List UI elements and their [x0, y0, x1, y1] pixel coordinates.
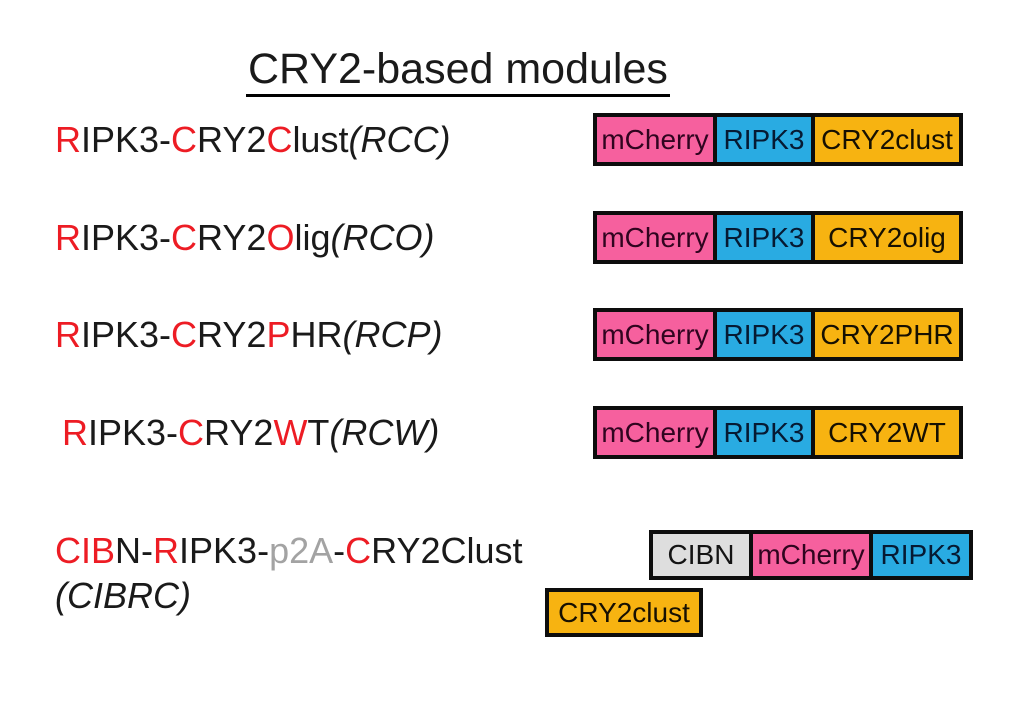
label-segment: R: [55, 118, 81, 160]
label-segment: R: [62, 411, 88, 453]
domain-box-ripk3: RIPK3: [713, 113, 815, 166]
label-segment: IPK3-: [81, 118, 172, 160]
domain-box-mcherry: mCherry: [593, 211, 717, 264]
label-segment: RY2: [197, 118, 267, 160]
label-segment: RY2: [197, 216, 267, 258]
construct-label-line1: CIBN-RIPK3-p2A-CRY2Clust: [55, 528, 523, 573]
label-segment: (RCC): [348, 118, 451, 160]
label-segment: C: [178, 411, 205, 453]
label-segment: IPK3-: [81, 216, 172, 258]
label-segment: HR: [290, 313, 343, 355]
label-segment: lust: [292, 118, 349, 160]
label-segment: -: [333, 530, 346, 571]
domain-box-cry2clust: CRY2clust: [545, 588, 703, 637]
label-segment: C: [171, 118, 198, 160]
label-segment: C: [266, 118, 293, 160]
label-segment: IPK3-: [88, 411, 179, 453]
label-segment: (RCO): [330, 216, 435, 258]
domain-box-mcherry: mCherry: [749, 530, 873, 580]
label-segment: IPK3-: [81, 313, 172, 355]
label-segment: p2A: [269, 530, 334, 571]
label-segment: R: [55, 313, 81, 355]
label-segment: C: [171, 313, 198, 355]
label-segment: IPK3-: [179, 530, 270, 571]
domain-box-cry2olig: CRY2olig: [811, 211, 963, 264]
domain-box-cry2clust: CRY2clust: [811, 113, 963, 166]
domain-box-cry2wt: CRY2WT: [811, 406, 963, 459]
label-segment: T: [307, 411, 330, 453]
figure-title: CRY2-based modules: [246, 46, 670, 98]
domain-box-mcherry: mCherry: [593, 406, 717, 459]
label-segment: C: [345, 530, 372, 571]
label-segment: (RCP): [342, 313, 443, 355]
domain-box-cibn: CIBN: [649, 530, 753, 580]
label-segment: O: [266, 216, 295, 258]
domain-box-ripk3: RIPK3: [713, 406, 815, 459]
label-segment: W: [273, 411, 308, 453]
label-segment: RY2: [197, 313, 267, 355]
label-segment: R: [153, 530, 180, 571]
domain-box-cry2phr: CRY2PHR: [811, 308, 963, 361]
domain-box-mcherry: mCherry: [593, 113, 717, 166]
label-segment: R: [55, 216, 81, 258]
label-segment: lig: [294, 216, 331, 258]
construct-label-line2: (CIBRC): [55, 573, 523, 618]
label-segment: (RCW): [329, 411, 440, 453]
label-segment: (CIBRC): [55, 575, 191, 616]
label-segment: N-: [115, 530, 154, 571]
label-segment: P: [266, 313, 291, 355]
domain-box-ripk3: RIPK3: [869, 530, 973, 580]
label-segment: CIB: [55, 530, 116, 571]
label-segment: C: [171, 216, 198, 258]
domain-box-ripk3: RIPK3: [713, 211, 815, 264]
label-segment: RY2: [204, 411, 274, 453]
domain-box-mcherry: mCherry: [593, 308, 717, 361]
label-segment: RY2Clust: [371, 530, 523, 571]
construct-label-cibrc: CIBN-RIPK3-p2A-CRY2Clust(CIBRC): [55, 528, 523, 618]
domain-box-ripk3: RIPK3: [713, 308, 815, 361]
construct-boxes-cibrc-line2: CRY2clust: [545, 588, 703, 637]
